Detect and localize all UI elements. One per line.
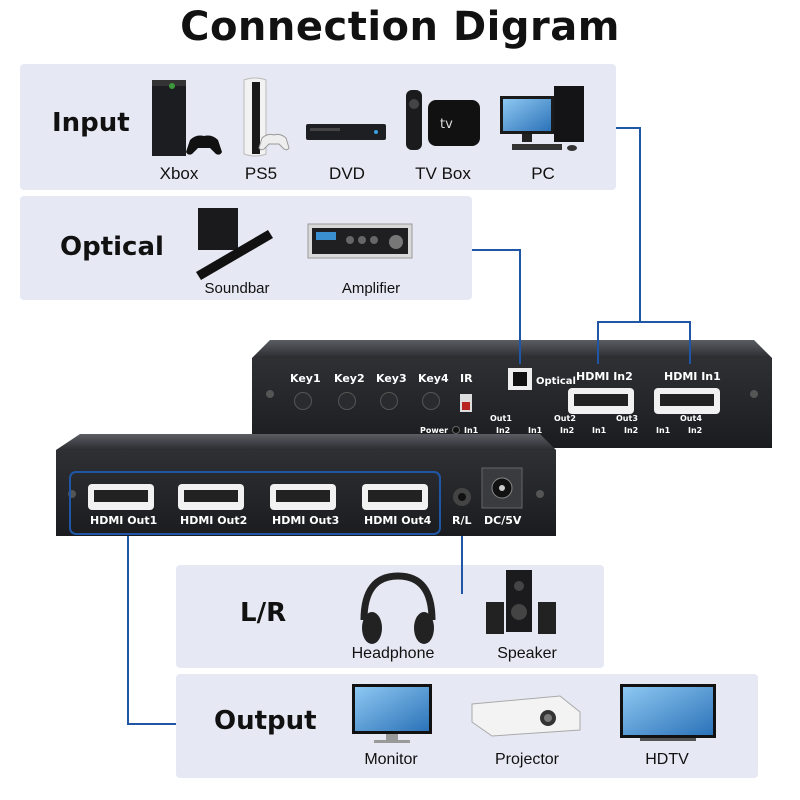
projector-label: Projector — [494, 751, 560, 768]
hdtv-icon — [620, 684, 716, 741]
speaker-icon — [486, 570, 556, 634]
hdmi-out1-label: HDMI Out1 — [90, 514, 158, 527]
ps5-label: PS5 — [244, 164, 278, 183]
pc-label: PC — [531, 164, 555, 183]
monitor-icon — [352, 684, 432, 743]
out4-in2-label: In2 — [688, 426, 703, 435]
hdmi-out4-label: HDMI Out4 — [364, 514, 432, 527]
key1-button[interactable] — [294, 392, 312, 410]
out3-in1-label: In1 — [592, 426, 607, 435]
out1-group-label: Out1 — [490, 414, 512, 423]
key3-button[interactable] — [380, 392, 398, 410]
svg-text:tv: tv — [440, 117, 453, 132]
out1-in2-label: In2 — [496, 426, 511, 435]
hdmi-out3-label: HDMI Out3 — [272, 514, 340, 527]
out4-group-label: Out4 — [680, 414, 702, 423]
ps5-icon — [243, 77, 290, 157]
tvbox-icon: tv — [406, 90, 480, 150]
section-lr-label: L/R — [240, 598, 287, 628]
dc-port-label: DC/5V — [484, 514, 522, 527]
out3-group-label: Out3 — [616, 414, 638, 423]
key1-label: Key1 — [290, 372, 321, 385]
key2-label: Key2 — [334, 372, 365, 385]
out4-in1-label: In1 — [656, 426, 671, 435]
headphone-icon — [360, 572, 436, 644]
dvd-label: DVD — [329, 164, 365, 183]
power-led — [452, 426, 460, 434]
section-output-label: Output — [214, 706, 317, 736]
out2-in2-label: In2 — [560, 426, 575, 435]
matrix-front-unit — [56, 434, 556, 536]
rl-port-label: R/L — [452, 514, 472, 527]
power-label: Power — [420, 426, 449, 435]
headphone-label: Headphone — [351, 645, 435, 662]
out2-in1-label: In1 — [528, 426, 543, 435]
tvbox-label: TV Box — [415, 164, 471, 183]
diagram-title: Connection Digram — [180, 4, 620, 50]
section-optical-label: Optical — [60, 232, 164, 262]
monitor-label: Monitor — [364, 751, 418, 768]
hdmi-out2-label: HDMI Out2 — [180, 514, 248, 527]
lr-panel — [176, 565, 604, 668]
out3-in2-label: In2 — [624, 426, 639, 435]
speaker-label: Speaker — [497, 645, 557, 662]
hdmi-in2-label: HDMI In2 — [576, 370, 633, 383]
optical-port-label: Optical — [536, 376, 576, 387]
dvd-icon — [306, 124, 386, 140]
soundbar-icon — [196, 208, 273, 280]
key2-button[interactable] — [338, 392, 356, 410]
projector-icon — [471, 695, 581, 737]
out2-group-label: Out2 — [554, 414, 576, 423]
amplifier-label: Amplifier — [341, 280, 401, 297]
out1-in1-label: In1 — [464, 426, 479, 435]
amplifier-icon — [307, 223, 413, 259]
soundbar-label: Soundbar — [204, 280, 270, 297]
hdmi-in1-label: HDMI In1 — [664, 370, 721, 383]
pc-icon — [500, 86, 584, 151]
ir-label: IR — [460, 372, 473, 385]
key4-label: Key4 — [418, 372, 449, 385]
connection-lines — [127, 127, 691, 725]
key4-button[interactable] — [422, 392, 440, 410]
hdtv-label: HDTV — [645, 751, 689, 768]
xbox-label: Xbox — [159, 164, 199, 183]
xbox-icon — [152, 80, 222, 156]
key3-label: Key3 — [376, 372, 407, 385]
section-input-label: Input — [52, 108, 130, 138]
